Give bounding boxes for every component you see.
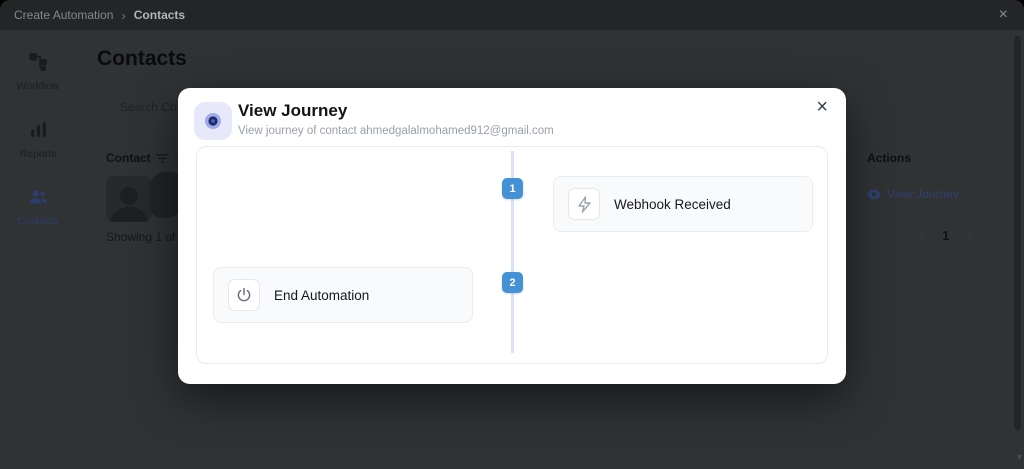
workflow-icon (29, 53, 47, 71)
step-number-badge: 1 (502, 178, 523, 199)
top-navbar: Create Automation › Contacts × (0, 0, 1024, 30)
step-label: Webhook Received (614, 196, 731, 212)
sidebar-item-workflow[interactable]: Workflow (0, 52, 76, 92)
step-icon-box (568, 188, 600, 220)
prev-page-icon[interactable]: ‹ (920, 228, 925, 243)
modal-header-icon-tile (194, 102, 232, 140)
sidebar-item-contacts[interactable]: Contacts (0, 187, 76, 227)
breadcrumb-separator-icon: › (121, 7, 126, 23)
eye-icon (205, 113, 221, 129)
journey-step-webhook-received[interactable]: Webhook Received (553, 176, 813, 232)
breadcrumb-create-automation[interactable]: Create Automation (14, 8, 114, 22)
window-close-icon[interactable]: × (998, 6, 1008, 23)
modal-close-icon[interactable]: × (816, 96, 828, 118)
vertical-scrollbar[interactable] (1014, 36, 1021, 430)
scrollbar-thumb[interactable] (1014, 36, 1021, 430)
scroll-down-arrow-icon[interactable]: ▾ (1016, 452, 1022, 463)
column-contact-label: Contact (106, 151, 151, 165)
breadcrumb-contacts[interactable]: Contacts (133, 8, 186, 22)
page-title: Contacts (97, 47, 187, 70)
zap-icon (577, 195, 591, 213)
step-number-badge: 2 (502, 272, 523, 293)
step-label: End Automation (274, 287, 370, 303)
next-page-icon[interactable]: › (967, 228, 972, 243)
person-icon (110, 187, 148, 222)
modal-subtitle: View journey of contact ahmedgalalmohame… (238, 125, 554, 137)
sidebar-item-label: Contacts (17, 215, 59, 227)
filter-icon (155, 153, 169, 163)
modal-title: View Journey (238, 101, 348, 120)
view-journey-modal: View Journey View journey of contact ahm… (178, 88, 846, 384)
journey-timeline (511, 151, 514, 353)
bar-chart-icon (30, 122, 46, 137)
journey-step-end-automation[interactable]: End Automation (213, 267, 473, 323)
view-journey-link[interactable]: View Journey (867, 187, 959, 201)
contact-avatar (106, 176, 152, 222)
step-icon-box (228, 279, 260, 311)
view-journey-link-label: View Journey (887, 187, 959, 201)
eye-icon (867, 189, 881, 199)
column-header-actions: Actions (867, 151, 912, 165)
current-page-number[interactable]: 1 (942, 228, 950, 243)
people-icon (29, 190, 47, 204)
sidebar-item-label: Workflow (16, 80, 60, 92)
column-header-contact[interactable]: Contact (106, 151, 169, 165)
power-icon (237, 287, 251, 302)
pagination: ‹ 1 › (920, 228, 972, 243)
journey-canvas: 1 Webhook Received 2 End Automation (196, 146, 828, 364)
sidebar-item-label: Reports (19, 148, 57, 160)
sidebar-item-reports[interactable]: Reports (0, 120, 76, 160)
